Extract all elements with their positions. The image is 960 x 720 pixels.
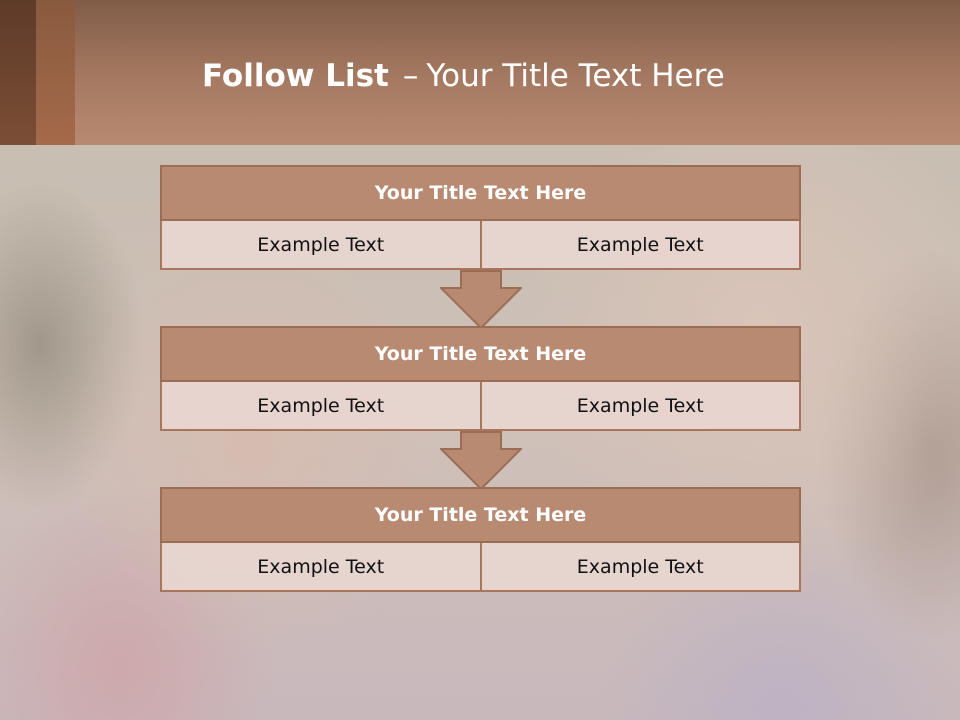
block-title: Your Title Text Here [160, 165, 801, 221]
slide-title-bold: Follow List [202, 58, 389, 94]
list-block-3: Your Title Text Here Example Text Exampl… [160, 487, 801, 592]
slide-title-separator: – [402, 58, 419, 94]
block-cell-right: Example Text [481, 543, 801, 592]
block-cell-left: Example Text [160, 382, 482, 431]
block-cell-right: Example Text [481, 382, 801, 431]
list-block-1: Your Title Text Here Example Text Exampl… [160, 165, 801, 270]
down-arrow-icon [440, 431, 522, 491]
block-cell-left: Example Text [160, 221, 482, 270]
block-cell-right: Example Text [481, 221, 801, 270]
block-row: Example Text Example Text [160, 382, 801, 431]
block-cell-left: Example Text [160, 543, 482, 592]
block-row: Example Text Example Text [160, 543, 801, 592]
block-row: Example Text Example Text [160, 221, 801, 270]
slide-title-text: Your Title Text Here [426, 58, 725, 94]
slide-title: Follow List–Your Title Text Here [202, 56, 725, 96]
list-block-2: Your Title Text Here Example Text Exampl… [160, 326, 801, 431]
header-band: Follow List–Your Title Text Here [0, 0, 960, 145]
block-title: Your Title Text Here [160, 326, 801, 382]
down-arrow-icon [440, 270, 522, 330]
header-accent-stripe [0, 0, 36, 145]
block-title: Your Title Text Here [160, 487, 801, 543]
header-accent-stripe-light [36, 0, 75, 145]
